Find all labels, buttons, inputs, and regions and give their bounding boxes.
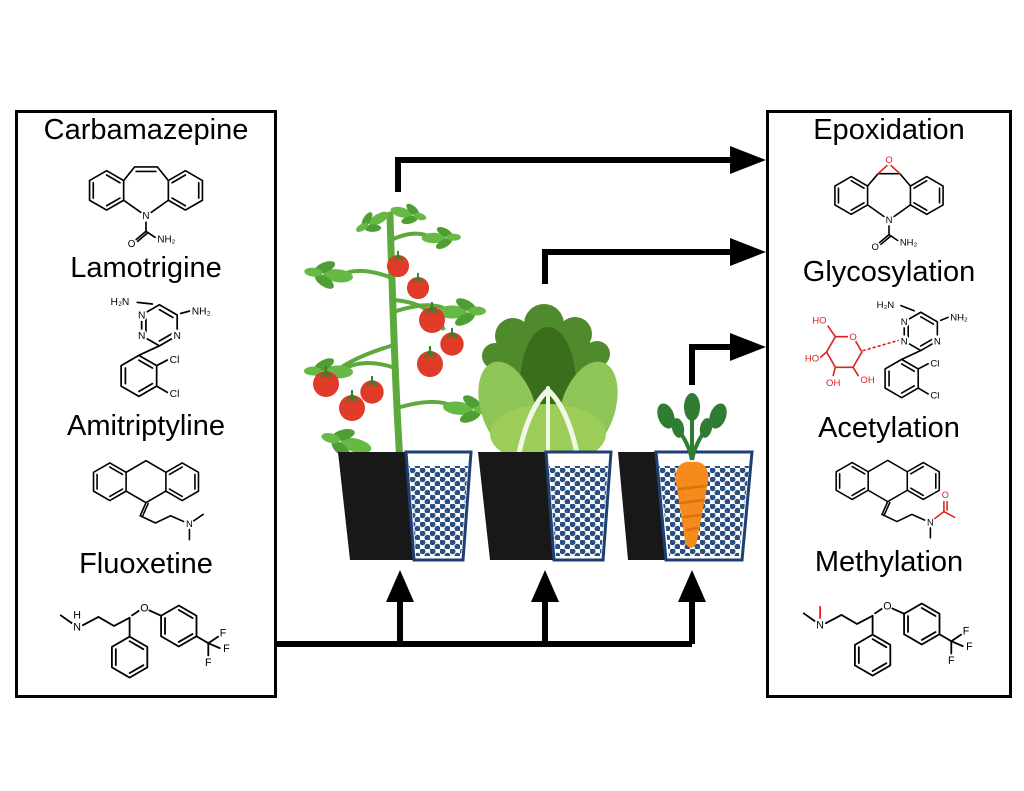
arrow-carrot-to-products <box>689 333 766 385</box>
atom-label-n: N <box>900 336 907 347</box>
amitriptyline-structure: N <box>92 459 204 541</box>
uptake-arrow-1 <box>386 570 414 644</box>
acetylation-structure: N O <box>834 459 955 539</box>
tomato-fruit <box>439 327 465 357</box>
atom-label-nh2: NH₂ <box>157 235 175 246</box>
atom-label-cl: Cl <box>930 359 939 370</box>
atom-label-n: N <box>173 331 180 342</box>
methylation-structure: N O F F F <box>802 600 973 677</box>
atom-label-n: N <box>927 517 934 527</box>
lettuce-plant <box>478 304 618 464</box>
carbamazepine-structure: N O NH₂ <box>88 166 204 250</box>
carrot-root <box>675 461 709 548</box>
transformation-name-methylation: Methylation <box>814 546 964 578</box>
atom-label-n: N <box>933 336 940 347</box>
compound-name-amitriptyline: Amitriptyline <box>67 410 225 442</box>
atom-label-h2n: H₂N <box>111 297 130 308</box>
atom-label-acetyl-o: O <box>941 490 948 500</box>
atom-label-f: F <box>220 628 227 640</box>
carrot-frond <box>684 393 700 421</box>
fluoxetine-structure: H N O F F F <box>59 602 230 679</box>
glycosidic-bond <box>862 338 902 352</box>
atom-label-nh2: NH₂ <box>950 312 968 323</box>
atom-label-f: F <box>205 657 212 669</box>
uptake-arrow-3 <box>678 570 706 644</box>
compound-name-carbamazepine: Carbamazepine <box>43 114 249 146</box>
tomato-fruit <box>415 345 445 379</box>
atom-label-o: O <box>883 601 891 613</box>
tomato-stem <box>386 211 404 466</box>
carrot-plant <box>657 393 727 548</box>
atom-label-h2n: H₂N <box>876 300 894 311</box>
atom-label-n: N <box>142 211 149 222</box>
atom-label-ho: HO <box>812 315 826 326</box>
atom-label-cl: Cl <box>170 389 180 400</box>
compound-name-fluoxetine: Fluoxetine <box>79 548 213 580</box>
transformation-name-epoxidation: Epoxidation <box>813 114 965 146</box>
atom-label-ho: HO <box>804 354 818 365</box>
tomato-plant <box>302 197 494 467</box>
pot-2 <box>478 450 613 562</box>
arrow-lettuce-to-products <box>542 238 766 284</box>
tomato-fruit <box>359 375 385 405</box>
atom-label-f: F <box>223 643 230 655</box>
atom-label-oh: OH <box>826 378 840 389</box>
tomato-leaf <box>421 224 461 252</box>
beaker-1 <box>404 450 473 562</box>
compound-name-lamotrigine: Lamotrigine <box>70 252 222 284</box>
epoxidation-structure: O N O NH₂ <box>834 154 944 252</box>
atom-label-ring-o: O <box>849 332 856 343</box>
carrot-frond <box>709 403 727 429</box>
lamotrigine-structure: N N N H₂N NH₂ Cl Cl <box>111 297 211 400</box>
carrot-frond <box>657 403 675 429</box>
glycosylation-structure: O HO HO OH OH N N N H₂N NH₂ <box>804 300 968 402</box>
atom-label-n: N <box>886 214 893 225</box>
atom-label-cl: Cl <box>930 390 939 401</box>
atom-label-f: F <box>966 641 973 653</box>
tomato-branches <box>328 231 458 410</box>
uptake-arrow-2 <box>531 570 559 644</box>
atom-label-n: N <box>186 518 193 529</box>
atom-label-o: O <box>140 603 148 615</box>
arrow-tomato-to-products <box>395 146 766 192</box>
parent-compounds-panel: Carbamazepine N O NH₂ Lamotrigine <box>15 110 277 698</box>
atom-label-oh: OH <box>860 375 874 386</box>
transformation-name-acetylation: Acetylation <box>818 412 960 444</box>
atom-label-n: N <box>138 311 145 322</box>
atom-label-nh2: NH₂ <box>900 237 918 248</box>
atom-label-n: N <box>900 317 907 328</box>
atom-label-epoxide-o: O <box>885 154 892 165</box>
atom-label-h: H <box>73 610 81 622</box>
tomato-fruit <box>406 272 430 300</box>
atom-label-o: O <box>128 239 136 250</box>
transformation-name-glycosylation: Glycosylation <box>802 256 976 288</box>
atom-label-f: F <box>948 655 955 667</box>
pot-1 <box>338 450 473 562</box>
beaker-2 <box>544 450 613 562</box>
atom-label-f: F <box>963 626 970 638</box>
atom-label-n: N <box>816 619 824 631</box>
atom-label-cl: Cl <box>170 355 180 366</box>
atom-label-nh2: NH₂ <box>192 306 211 317</box>
tomato-leaf <box>302 255 355 294</box>
metabolite-panel: Epoxidation O N O NH₂ Glycosylation <box>766 110 1012 698</box>
atom-label-o: O <box>872 241 879 252</box>
atom-label-n: N <box>73 621 81 633</box>
atom-label-n: N <box>138 331 145 342</box>
